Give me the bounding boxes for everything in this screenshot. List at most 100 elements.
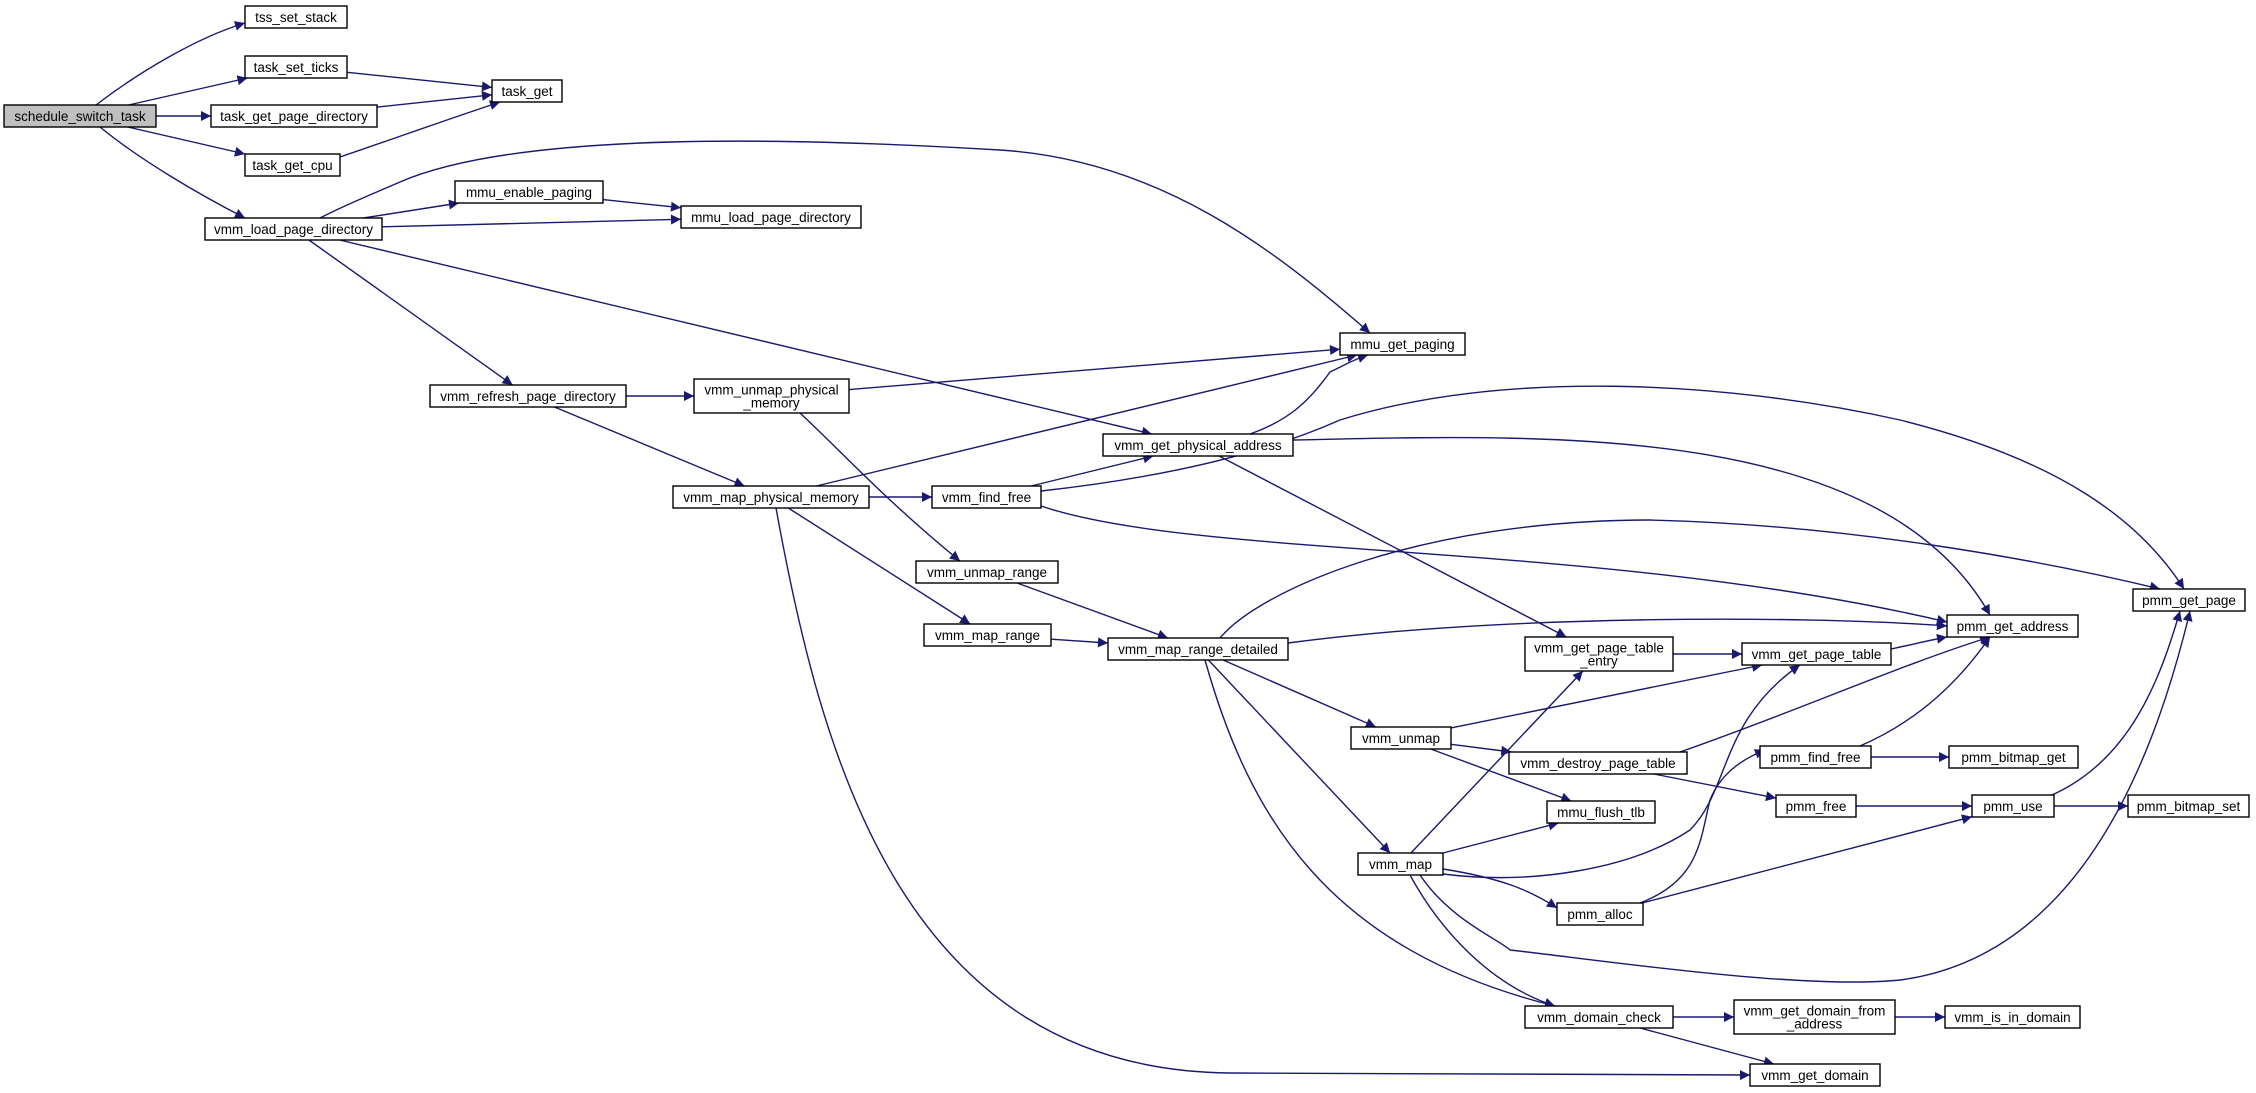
function-node[interactable]: vmm_load_page_directory [204,217,383,241]
call-arrow [1890,633,1948,650]
function-node-label: vmm_map_range_detailed [1118,642,1278,657]
function-node-box [1759,745,1872,769]
function-node[interactable]: schedule_switch_task [3,104,157,128]
call-arrow [95,21,246,106]
function-node[interactable]: pmm_get_page [2132,588,2246,612]
function-node-label: pmm_bitmap_set [2137,799,2241,814]
function-node-box [491,79,563,103]
function-node-label: _entry [1579,654,1618,669]
call-edge [1442,868,1558,909]
call-edge [381,214,682,228]
call-arrow [602,198,682,212]
call-arrow [554,406,745,487]
function-node[interactable]: vmm_map_range_detailed [1107,637,1289,661]
function-node[interactable]: vmm_map_range [923,623,1052,647]
function-node-box [1107,637,1289,661]
call-edge [1016,582,1169,640]
function-node[interactable]: pmm_bitmap_set [2127,794,2250,818]
call-edge [1639,1027,1775,1067]
function-node[interactable]: vmm_domain_check [1524,1005,1674,1029]
function-node[interactable]: vmm_unmap [1350,726,1452,750]
function-node[interactable]: tss_set_stack [244,5,348,29]
function-node[interactable]: pmm_free [1775,794,1857,818]
function-node[interactable]: vmm_get_domain [1749,1063,1881,1087]
function-node[interactable]: mmu_get_paging [1339,332,1466,356]
function-node[interactable]: vmm_find_free [931,485,1042,509]
function-node[interactable]: pmm_find_free [1759,745,1872,769]
call-edge [1890,633,1948,650]
function-node-box [454,180,604,204]
call-arrow [1442,820,1559,854]
call-arrow [787,507,971,625]
function-node-label: vmm_domain_check [1537,1010,1661,1025]
function-node-box [244,5,348,29]
call-edge [775,507,1751,1081]
call-arrow [2051,610,2183,796]
function-node-label: task_get [501,84,552,99]
function-node-label: pmm_get_address [1957,619,2069,634]
function-node[interactable]: vmm_unmap_physical_memory [693,378,850,414]
function-node-box [931,485,1042,509]
function-node[interactable]: vmm_get_page_table_entry [1524,636,1674,672]
call-edge [1222,659,1377,728]
function-node-box [1971,794,2055,818]
function-node-box [244,153,341,177]
call-edge [848,345,1341,391]
function-node[interactable]: vmm_map [1357,852,1444,876]
function-node-label: pmm_get_page [2142,593,2236,608]
function-node-label: vmm_load_page_directory [214,222,373,237]
call-edge [1050,637,1109,648]
function-node-box [672,485,870,509]
function-node-label: pmm_find_free [1770,750,1860,765]
function-node[interactable]: pmm_get_address [1946,614,2079,638]
function-node[interactable]: task_get [491,79,563,103]
function-node[interactable]: vmm_is_in_domain [1944,1005,2081,1029]
function-node[interactable]: vmm_get_domain_from_address [1733,999,1896,1035]
call-edge [339,239,1153,437]
function-node[interactable]: task_get_page_directory [210,104,378,128]
call-arrow [775,507,1751,1081]
function-node[interactable]: mmu_enable_paging [454,180,604,204]
function-node[interactable]: pmm_alloc [1556,902,1644,926]
function-node-label: mmu_get_paging [1350,337,1454,352]
function-node[interactable]: mmu_flush_tlb [1546,800,1656,824]
function-node[interactable]: vmm_map_physical_memory [672,485,870,509]
call-arrow [1410,670,1584,854]
function-node[interactable]: vmm_destroy_page_table [1508,751,1688,775]
call-arrow [1204,659,1556,1009]
function-node-label: task_get_cpu [252,158,332,173]
function-node-box [915,560,1059,584]
function-node[interactable]: pmm_bitmap_get [1948,745,2079,769]
call-edge [1204,659,1556,1009]
function-node[interactable]: vmm_get_page_table [1741,642,1892,666]
function-node[interactable]: task_set_ticks [244,55,348,79]
function-node[interactable]: vmm_unmap_range [915,560,1059,584]
call-edge [1859,636,1991,747]
call-arrow [381,214,682,228]
function-node-box [210,104,378,128]
function-node-label: vmm_map_range [935,628,1040,643]
function-node[interactable]: mmu_load_page_directory [680,205,862,229]
call-arrow [1031,453,1154,487]
function-node-box [923,623,1052,647]
call-arrow [1040,505,1948,625]
function-node-label: vmm_refresh_page_directory [440,389,616,404]
function-node[interactable]: vmm_get_physical_address [1102,433,1294,457]
call-arrow [128,75,248,106]
function-node-box [2127,794,2250,818]
function-node-box [244,55,348,79]
function-node[interactable]: task_get_cpu [244,153,341,177]
call-arrow [1679,635,1991,753]
call-edge [1442,664,1801,879]
function-node[interactable]: vmm_refresh_page_directory [429,384,627,408]
function-node-box [693,378,850,414]
call-arrow [1040,385,2185,590]
call-edge [1639,749,1766,904]
function-node-box [1524,1005,1674,1029]
call-arrow [816,352,1358,487]
call-edge [2051,610,2183,796]
function-node[interactable]: pmm_use [1971,794,2055,818]
function-node-label: vmm_unmap_range [927,565,1047,580]
function-node-label: vmm_get_domain [1761,1068,1868,1083]
